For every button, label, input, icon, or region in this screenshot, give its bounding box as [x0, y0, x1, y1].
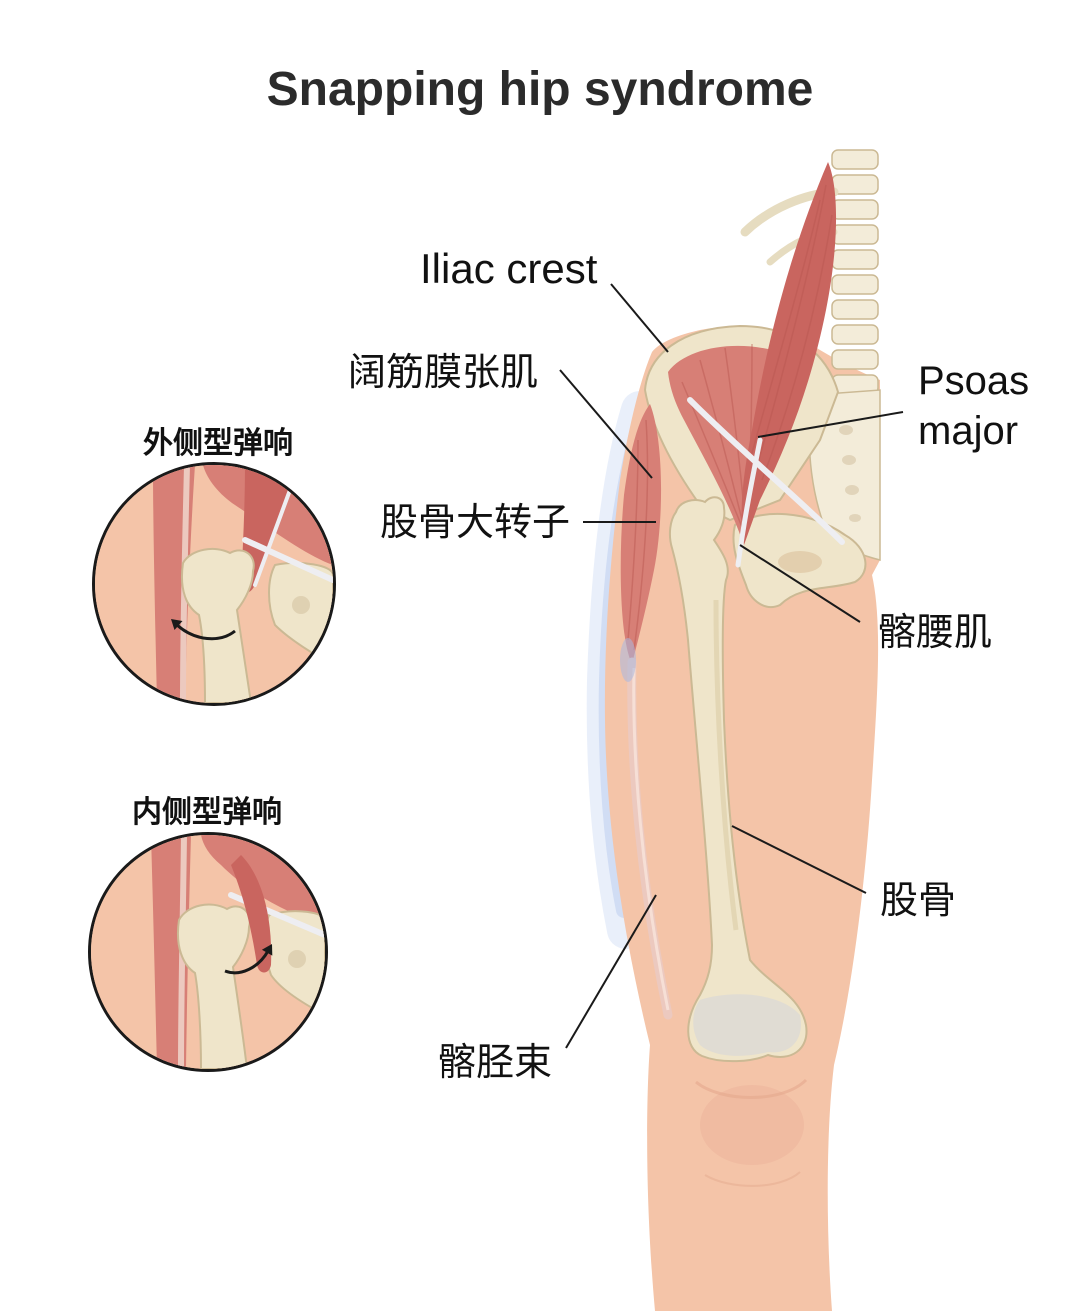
inset-psoas — [231, 855, 272, 973]
psoas-major-muscle — [741, 162, 837, 545]
inset-title-internal-snapping: 内侧型弹响 — [132, 796, 282, 829]
inguinal-ligament — [687, 397, 845, 545]
vertebra — [831, 249, 879, 270]
label-iliotibial-band: 髂胫束 — [438, 1042, 553, 1084]
snap-arrow-head-icon — [261, 944, 273, 956]
inset-illustration-external — [95, 465, 333, 703]
vertebra — [831, 349, 879, 370]
itband-blue-patch — [620, 638, 636, 682]
snap-arrow-line — [176, 623, 236, 641]
vertebra — [831, 299, 879, 320]
inset-title-external-snapping: 外侧型弹响 — [143, 427, 293, 460]
label-tensor-fasciae-latae: 阔筋膜张肌 — [348, 352, 539, 394]
vertebra — [831, 224, 879, 245]
inset-illustration-internal — [91, 835, 325, 1069]
inset-tendon — [242, 537, 333, 583]
leader-tensor-fasciae-latae — [559, 369, 653, 479]
inset-circle-internal-snapping — [88, 832, 328, 1072]
vertebra — [831, 199, 879, 220]
pubic-bone — [732, 512, 867, 608]
inset-psoas — [241, 465, 295, 593]
leader-femur — [731, 825, 867, 894]
vertebra — [831, 174, 879, 195]
snap-arrow-head-icon — [171, 619, 183, 630]
inset-pelvis — [268, 562, 333, 667]
obturator-foramen — [778, 551, 822, 573]
sacrum — [808, 389, 881, 561]
diagram-title: Snapping hip syndrome — [266, 63, 814, 116]
leader-iliac-crest — [610, 283, 669, 353]
lumbar-spine — [831, 149, 879, 395]
femur-bone — [668, 496, 808, 1063]
knee-shading — [695, 1078, 808, 1187]
femur-shaft-shading — [713, 599, 739, 931]
leader-psoas-major — [757, 411, 904, 438]
tendons — [687, 397, 845, 568]
snap-arrow-line — [224, 950, 270, 975]
inset-femur — [181, 547, 255, 703]
vertebra — [831, 274, 879, 295]
inset-tendon — [253, 488, 292, 587]
knee-cartilage — [693, 994, 801, 1056]
inset-femur — [177, 903, 251, 1069]
label-femur: 股骨 — [880, 880, 957, 922]
label-iliac-crest: Iliac crest — [420, 245, 598, 292]
iliopsoas-tendon — [735, 437, 763, 568]
vertebra — [831, 324, 879, 345]
vertebra — [831, 149, 879, 170]
label-psoas-major-line2: major — [918, 409, 1019, 453]
inset-circle-external-snapping — [92, 462, 336, 706]
label-psoas-major-line1: Psoas — [918, 359, 1030, 403]
label-iliopsoas: 髂腰肌 — [878, 612, 993, 654]
leader-iliopsoas — [739, 544, 861, 623]
leader-lines — [559, 283, 904, 1049]
label-greater-trochanter: 股骨大转子 — [380, 502, 571, 544]
iliotibial-band — [620, 638, 673, 1020]
leader-iliotibial-band — [565, 894, 657, 1049]
